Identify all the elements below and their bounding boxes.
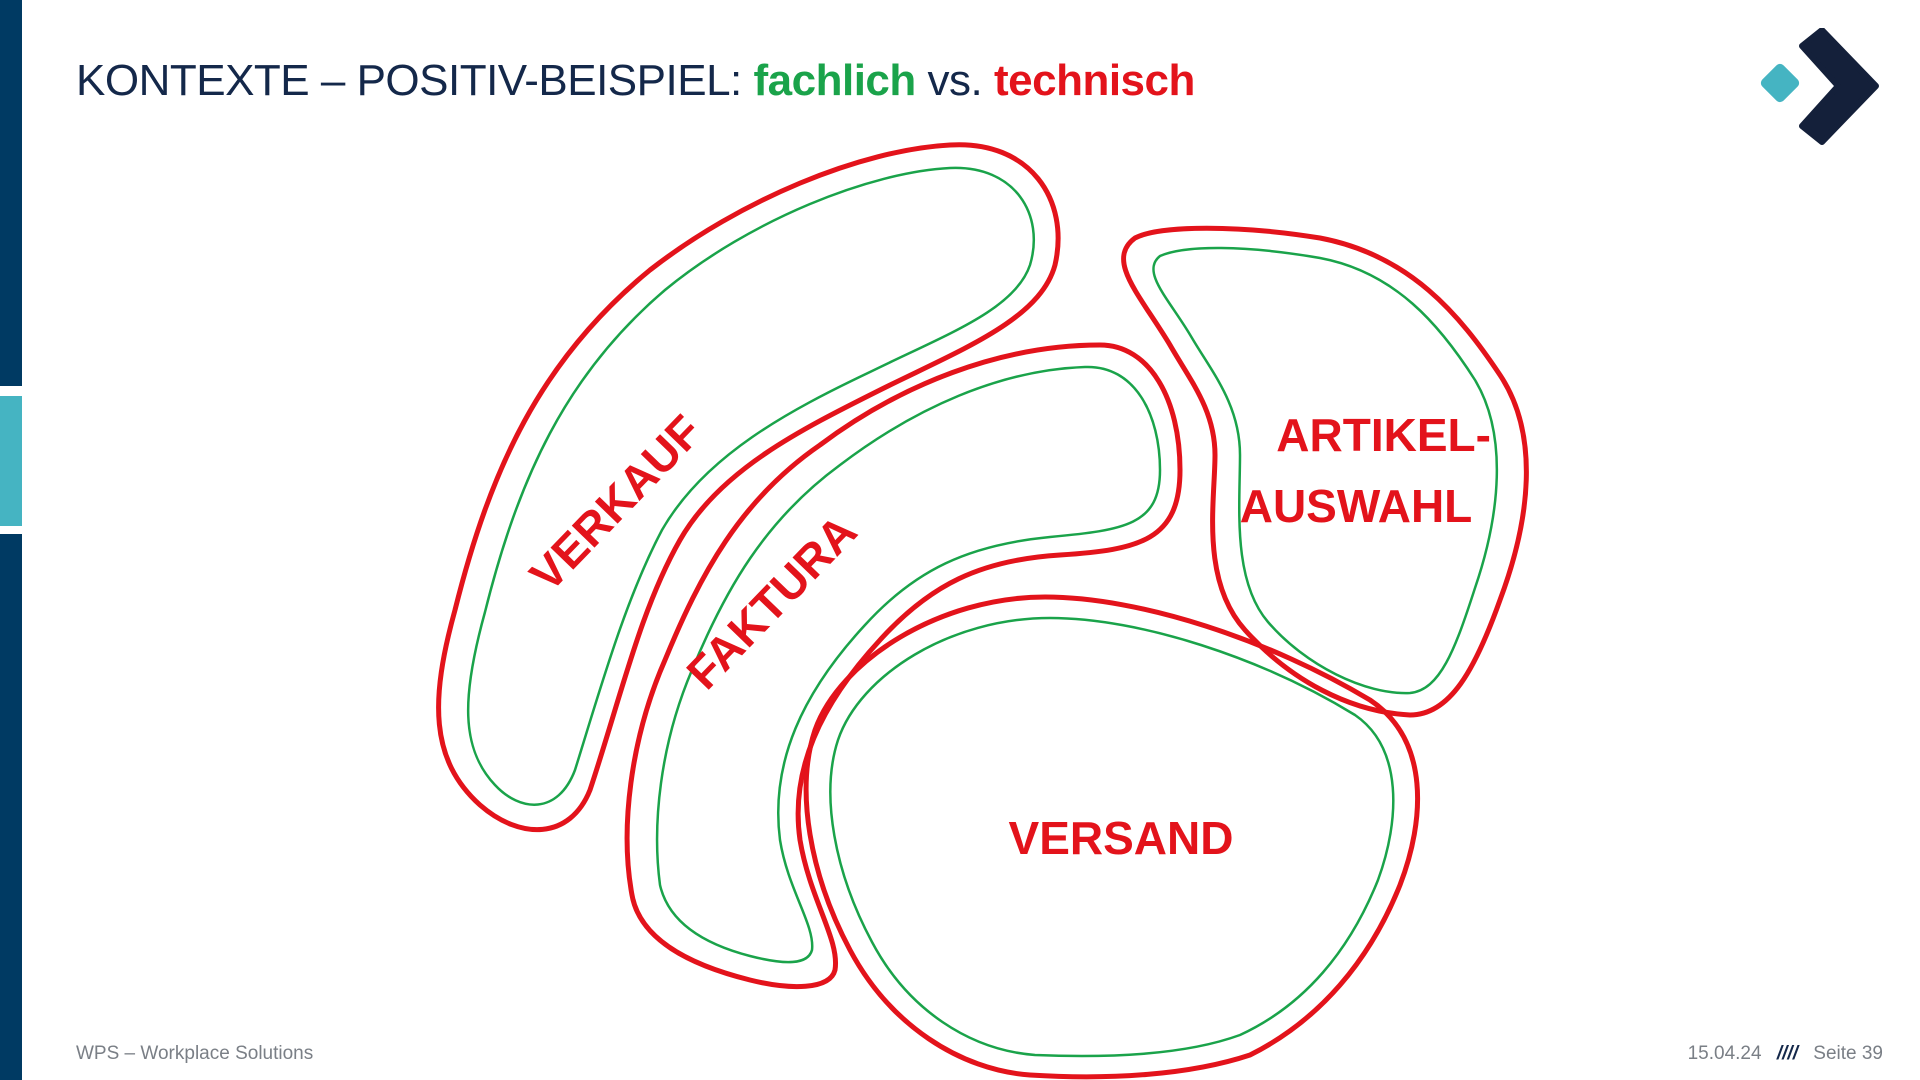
title-fachlich: fachlich — [753, 56, 917, 105]
wps-logo-icon — [1760, 28, 1879, 145]
artikel-auswahl-label: ARTIKEL- AUSWAHL — [1240, 409, 1504, 532]
artikel-auswahl-technical-boundary — [1121, 225, 1529, 718]
versand-label: VERSAND — [1009, 812, 1234, 864]
logo-chevron — [1799, 28, 1879, 145]
artikel-label-line1: ARTIKEL- — [1276, 409, 1491, 461]
faktura-domain-boundary — [655, 365, 1162, 964]
title-prefix: KONTEXTE – POSITIV-BEISPIEL: — [76, 56, 742, 105]
footer-company: WPS – Workplace Solutions — [76, 1043, 314, 1064]
faktura-label: FAKTURA — [676, 505, 866, 699]
footer-page-number: Seite 39 — [1813, 1043, 1883, 1064]
artikel-label-line2: AUSWAHL — [1240, 480, 1473, 532]
logo-diamond — [1760, 63, 1800, 103]
sidebar-bar-middle — [0, 396, 22, 526]
verkauf-domain-boundary — [467, 166, 1035, 806]
slide-title: KONTEXTE – POSITIV-BEISPIEL: fachlich vs… — [76, 56, 1195, 106]
versand-domain-boundary — [829, 616, 1395, 1058]
versand-technical-boundary — [803, 594, 1421, 1080]
title-vs: vs. — [927, 56, 983, 105]
verkauf-technical-boundary — [436, 142, 1061, 833]
sidebar-bar-bottom — [0, 534, 22, 1080]
footer-meta: 15.04.24 //// Seite 39 — [1688, 1043, 1883, 1065]
faktura-technical-boundary — [624, 342, 1183, 989]
context-versand: VERSAND — [803, 594, 1421, 1080]
footer-date: 15.04.24 — [1687, 1043, 1762, 1064]
context-verkauf: VERKAUF — [436, 142, 1061, 833]
title-technisch: technisch — [993, 56, 1195, 105]
sidebar-bar-top — [0, 0, 22, 386]
sidebar-accent — [0, 0, 22, 1080]
footer-separator: //// — [1776, 1043, 1798, 1064]
context-artikel-auswahl: ARTIKEL- AUSWAHL — [1121, 225, 1529, 718]
artikel-auswahl-domain-boundary — [1152, 246, 1499, 695]
